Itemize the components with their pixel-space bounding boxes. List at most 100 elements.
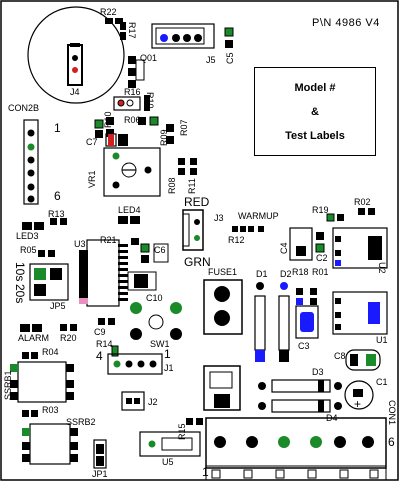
r05-label: R05 xyxy=(20,245,37,255)
j1-header xyxy=(107,353,163,375)
d2-diode xyxy=(278,295,290,351)
con2b-header xyxy=(23,119,39,205)
r19-label: R19 xyxy=(312,205,329,215)
q01-label: Q01 xyxy=(140,53,158,63)
20s-label: 20s xyxy=(13,284,27,304)
r16-block xyxy=(113,96,141,111)
c5-pad xyxy=(224,27,234,37)
c3-label: C3 xyxy=(298,341,310,351)
c4-cap xyxy=(289,227,313,261)
c8-label: C8 xyxy=(334,351,346,361)
con1-label: CON1 xyxy=(387,400,397,426)
grn-label: GRN xyxy=(184,255,211,269)
r22-label: R22 xyxy=(100,7,117,17)
d3-label: D3 xyxy=(312,367,324,377)
ssrb1-relay xyxy=(17,361,67,403)
j3-label: J3 xyxy=(214,213,224,223)
r08-label: R08 xyxy=(167,177,177,194)
part-number-label: P\N 4986 V4 xyxy=(312,17,380,29)
vr1-label: VR1 xyxy=(87,170,97,188)
jp5-label: JP5 xyxy=(50,301,66,311)
r12-label: R12 xyxy=(228,235,245,245)
u1-label: U1 xyxy=(376,335,388,345)
fuse1 xyxy=(203,279,243,335)
r17-label: R17 xyxy=(127,22,137,39)
ssrb2-label: SSRB2 xyxy=(66,417,96,427)
bottom-pin1-label: 1 xyxy=(202,465,209,479)
d4-diode xyxy=(271,399,331,413)
j5-label: J5 xyxy=(206,55,216,65)
jp1-label: JP1 xyxy=(92,469,108,479)
con2b-pin6-label: 6 xyxy=(54,189,61,203)
fuse1-label: FUSE1 xyxy=(208,267,238,277)
j2-header xyxy=(121,391,145,411)
c5-label: C5 xyxy=(225,52,235,64)
r01-label: R01 xyxy=(312,267,329,277)
j1-pin4-label: 4 xyxy=(96,349,103,363)
c7-label: C7 xyxy=(86,137,98,147)
r02-label: R02 xyxy=(354,197,371,207)
u1-regulator xyxy=(332,291,388,335)
ssrb1-label: SSRB1 xyxy=(3,370,13,400)
u2-label: U2 xyxy=(377,262,387,274)
c1-plus-label: + xyxy=(354,397,362,411)
j4-label: J4 xyxy=(70,87,80,97)
con1-terminal xyxy=(205,417,387,469)
r10-top-pad xyxy=(144,95,150,111)
u3-pins xyxy=(118,244,128,301)
r07-label: R07 xyxy=(179,119,189,136)
r17-pad xyxy=(120,22,126,30)
model-test-label-box: Model # & Test Labels xyxy=(254,67,376,156)
red-label: RED xyxy=(184,195,210,209)
r13-label: R13 xyxy=(48,209,65,219)
10s-label: 10s xyxy=(13,262,27,282)
jp1-jumper xyxy=(93,439,107,469)
led4-label: LED4 xyxy=(118,205,141,215)
j1-pin1-label: 1 xyxy=(164,347,171,361)
r10-top-label: R10 xyxy=(145,92,155,109)
d4-label: D4 xyxy=(326,413,338,423)
u3-label: U3 xyxy=(74,239,86,249)
vr1-trimmer xyxy=(103,147,161,197)
led3-label: LED3 xyxy=(16,231,39,241)
r10-label: R10 xyxy=(103,111,113,128)
r21-label: R21 xyxy=(100,235,117,245)
j1-label: J1 xyxy=(164,363,174,373)
r11-label: R11 xyxy=(187,178,197,194)
jp5-jumper xyxy=(29,263,69,301)
d3-diode xyxy=(271,379,331,393)
r03-label: R03 xyxy=(42,405,59,415)
con1-pin6-label: 6 xyxy=(388,435,395,449)
r20-label: R20 xyxy=(60,333,77,343)
ampersand-label: & xyxy=(311,106,319,118)
u3-ic xyxy=(86,239,120,307)
j4-socket xyxy=(67,44,83,86)
c2-label: C2 xyxy=(316,253,328,263)
sw1-pin xyxy=(130,302,142,314)
sw1-label: SW1 xyxy=(150,339,170,349)
red-grn-led xyxy=(182,209,204,251)
r09-label: R09 xyxy=(159,129,169,146)
test-labels-label: Test Labels xyxy=(285,130,345,142)
r16-label: R16 xyxy=(124,87,141,97)
ssrb2-relay xyxy=(29,423,71,465)
c4-label: C4 xyxy=(279,242,289,254)
r04-label: R04 xyxy=(42,347,59,357)
warmup-label: WARMUP xyxy=(238,211,279,221)
u5-chip xyxy=(139,431,201,457)
r06-label: R06 xyxy=(124,115,141,125)
d2-label: D2 xyxy=(280,269,292,279)
model-label: Model # xyxy=(294,82,336,94)
u5-label: U5 xyxy=(162,457,174,467)
q01-pad xyxy=(128,56,136,64)
c6-label: C6 xyxy=(154,245,166,255)
d1-diode xyxy=(254,295,266,351)
r15-label: R15 xyxy=(177,423,187,440)
c8-cap xyxy=(345,349,381,371)
c10-label: C10 xyxy=(146,293,163,303)
con2b-pin1-label: 1 xyxy=(54,121,61,135)
c9-label: C9 xyxy=(94,327,106,337)
